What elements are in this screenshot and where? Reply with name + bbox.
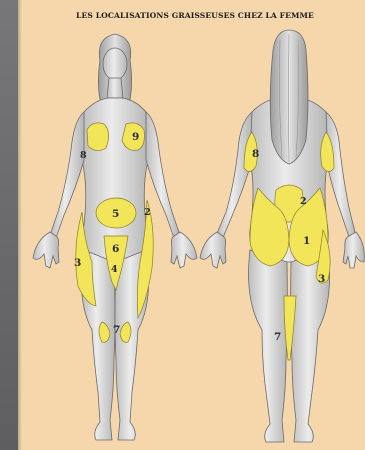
front-head (103, 48, 127, 80)
front-neck (107, 78, 123, 98)
back-right-arm (326, 112, 356, 240)
back-left-leg (249, 250, 288, 442)
front-right-hand (171, 232, 197, 268)
front-label-chest-right: 9 (132, 131, 139, 143)
front-label-inner-thigh-lower: 4 (111, 264, 118, 275)
front-label-chest-left: 8 (80, 150, 87, 161)
back-label-outer-thigh: 3 (318, 273, 325, 285)
front-label-hip-right: 2 (144, 207, 151, 218)
front-label-thigh-left: 3 (74, 257, 81, 269)
front-label-abdomen: 5 (112, 208, 119, 220)
front-label-inner-thigh-upper: 6 (112, 243, 119, 255)
back-label-calf: 7 (274, 331, 281, 343)
front-label-knee: 7 (113, 324, 120, 336)
front-left-arm (50, 112, 84, 238)
back-label-upper-arm: 8 (252, 148, 259, 160)
back-hair (270, 30, 308, 164)
back-left-hand (200, 232, 226, 268)
back-label-flank: 2 (300, 196, 307, 207)
back-right-hand (343, 232, 364, 268)
back-label-buttock: 1 (303, 235, 310, 247)
front-zone-chest-left (87, 123, 109, 151)
front-left-hand (33, 232, 59, 268)
back-left-arm (216, 112, 252, 240)
